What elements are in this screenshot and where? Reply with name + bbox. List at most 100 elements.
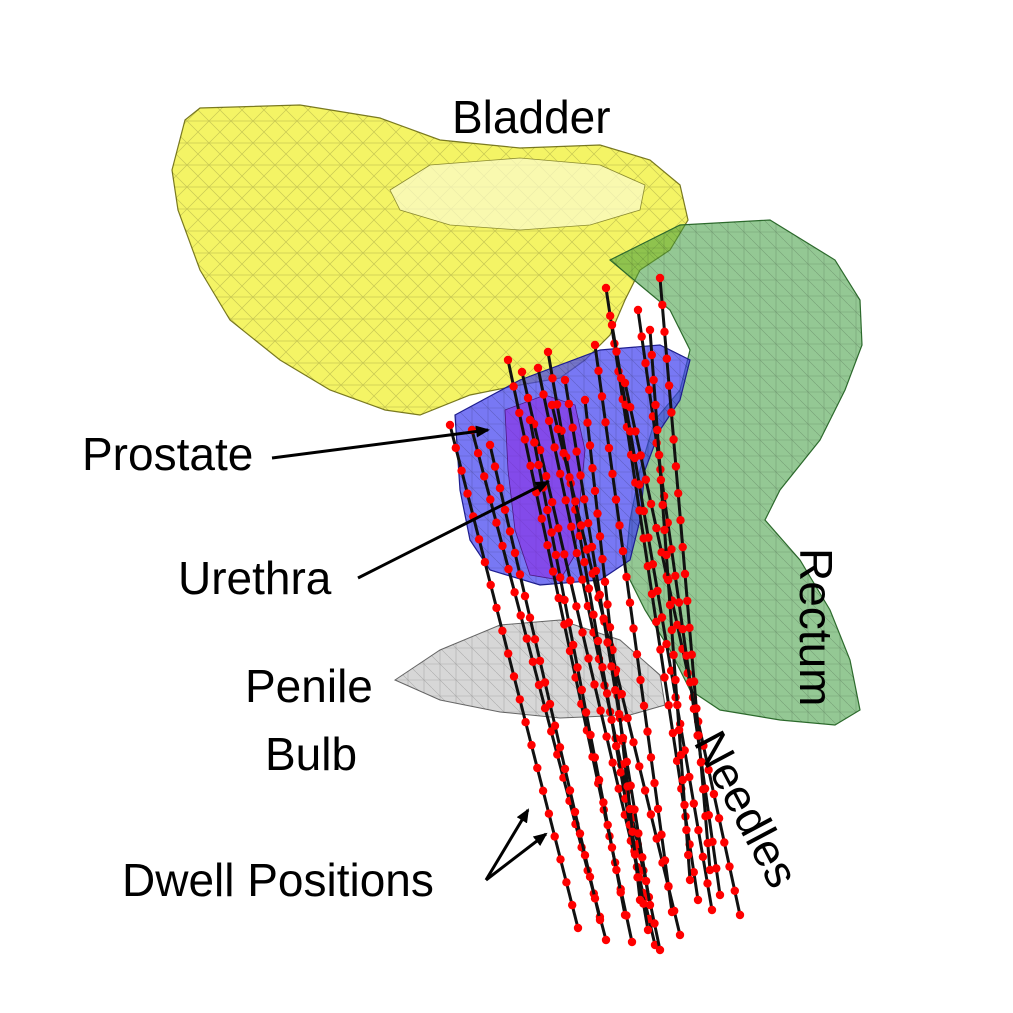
dwell-position-dot: [573, 663, 582, 672]
dwell-position-dot: [562, 878, 571, 887]
dwell-position-dot: [633, 305, 643, 315]
dwell-position-dot: [683, 596, 692, 606]
dwell-position-dot: [498, 626, 507, 635]
dwell-position-dot: [631, 427, 640, 436]
dwell-position-dot: [698, 852, 708, 861]
dwell-position-dot: [618, 733, 628, 743]
dwell-position-dot: [626, 403, 635, 412]
dwell-position-dot: [560, 595, 569, 605]
dwell-position-dot: [601, 418, 610, 427]
dwell-position-dot: [618, 547, 628, 556]
dwell-position-dot: [515, 408, 524, 418]
dwell-position-dot: [635, 895, 645, 905]
dwell-position-dot: [641, 475, 651, 484]
dwell-position-dot: [515, 570, 525, 579]
dwell-position-dot: [656, 475, 666, 485]
dwell-position-dot: [525, 613, 535, 622]
dwell-position-dot: [490, 462, 500, 471]
dwell-position-dot: [543, 347, 553, 357]
dwell-position-dot: [647, 350, 656, 360]
dwell-position-dot: [559, 449, 568, 458]
dwell-position-dot: [604, 443, 614, 453]
dwell-position-dot: [572, 447, 581, 456]
dwell-position-dot: [578, 575, 587, 584]
dwell-position-dot: [704, 765, 713, 775]
dwell-position-dot: [528, 657, 538, 666]
dwell-position-dot: [553, 424, 562, 434]
dwell-position-dot: [678, 624, 687, 634]
dwell-position-dot: [606, 311, 615, 320]
dwell-arrow-upper: [484, 808, 530, 881]
dwell-positions-label: Dwell Positions: [122, 854, 434, 906]
dwell-position-dot: [687, 650, 696, 659]
dwell-position-dot: [658, 300, 667, 310]
dwell-position-dot: [590, 486, 600, 496]
dwell-position-dot: [556, 573, 565, 582]
dwell-position-dot: [544, 416, 554, 426]
dwell-position-dot: [602, 732, 611, 741]
dwell-position-dot: [694, 731, 703, 740]
dwell-position-dot: [620, 378, 630, 388]
dwell-position-dot: [725, 862, 734, 871]
dwell-position-dot: [599, 614, 608, 623]
dwell-position-dot: [650, 778, 659, 788]
urethra-label: Urethra: [178, 552, 332, 604]
dwell-position-dot: [641, 359, 650, 368]
dwell-position-dot: [473, 449, 483, 458]
dwell-position-dot: [707, 905, 717, 915]
dwell-position-dot: [627, 937, 637, 947]
dwell-position-dot: [504, 649, 513, 658]
dwell-position-dot: [587, 542, 597, 552]
dwell-position-dot: [584, 654, 593, 663]
dwell-position-dot: [547, 400, 557, 410]
dwell-position-dot: [611, 686, 620, 695]
dwell-position-dot: [646, 499, 656, 509]
dwell-position-dot: [636, 451, 645, 460]
dwell-position-dot: [523, 393, 533, 403]
dwell-position-dot: [614, 709, 624, 719]
dwell-position-dot: [601, 935, 611, 945]
dwell-position-dot: [607, 843, 617, 852]
dwell-position-dot: [634, 829, 643, 838]
dwell-position-dot: [589, 610, 598, 619]
dwell-position-dot: [667, 408, 676, 417]
dwell-position-dot: [580, 495, 589, 504]
dwell-position-dot: [662, 550, 671, 560]
dwell-position-dot: [664, 701, 673, 710]
dwell-position-dot: [615, 521, 624, 530]
dwell-position-dot: [674, 725, 684, 735]
dwell-position-dot: [635, 480, 644, 489]
dwell-position-dot: [730, 886, 739, 895]
dwell-position-dot: [671, 675, 680, 685]
dwell-position-dot: [699, 785, 708, 794]
dwell-position-dot: [564, 618, 574, 627]
dwell-position-dot: [593, 509, 602, 518]
dwell-position-dot: [607, 662, 616, 671]
dwell-position-dot: [652, 617, 661, 626]
dwell-position-dot: [520, 435, 530, 444]
dwell-position-dot: [486, 580, 495, 590]
dwell-position-dot: [595, 915, 605, 925]
needles-group: [445, 273, 745, 955]
dwell-position-dot: [526, 461, 535, 470]
dwell-position-dot: [645, 325, 655, 335]
dwell-position-dot: [594, 775, 604, 785]
dwell-position-dot: [585, 872, 595, 881]
dwell-position-dot: [715, 890, 725, 900]
dwell-position-dot: [539, 390, 548, 399]
dwell-arrow-lower: [485, 832, 548, 882]
dwell-position-dot: [641, 876, 651, 886]
dwell-position-dot: [665, 600, 675, 610]
dwell-position-dot: [648, 560, 658, 569]
dwell-position-dot: [680, 800, 689, 810]
dwell-position-dot: [543, 505, 552, 515]
dwell-position-dot: [657, 613, 667, 622]
dwell-position-dot: [705, 865, 715, 875]
dwell-position-dot: [699, 741, 708, 750]
dwell-position-dot: [542, 472, 551, 481]
dwell-position-dot: [696, 758, 706, 767]
dwell-position-dot: [551, 550, 561, 560]
dwell-position-dot: [664, 575, 673, 585]
dwell-position-dot: [576, 471, 585, 480]
dwell-position-dot: [689, 677, 699, 686]
